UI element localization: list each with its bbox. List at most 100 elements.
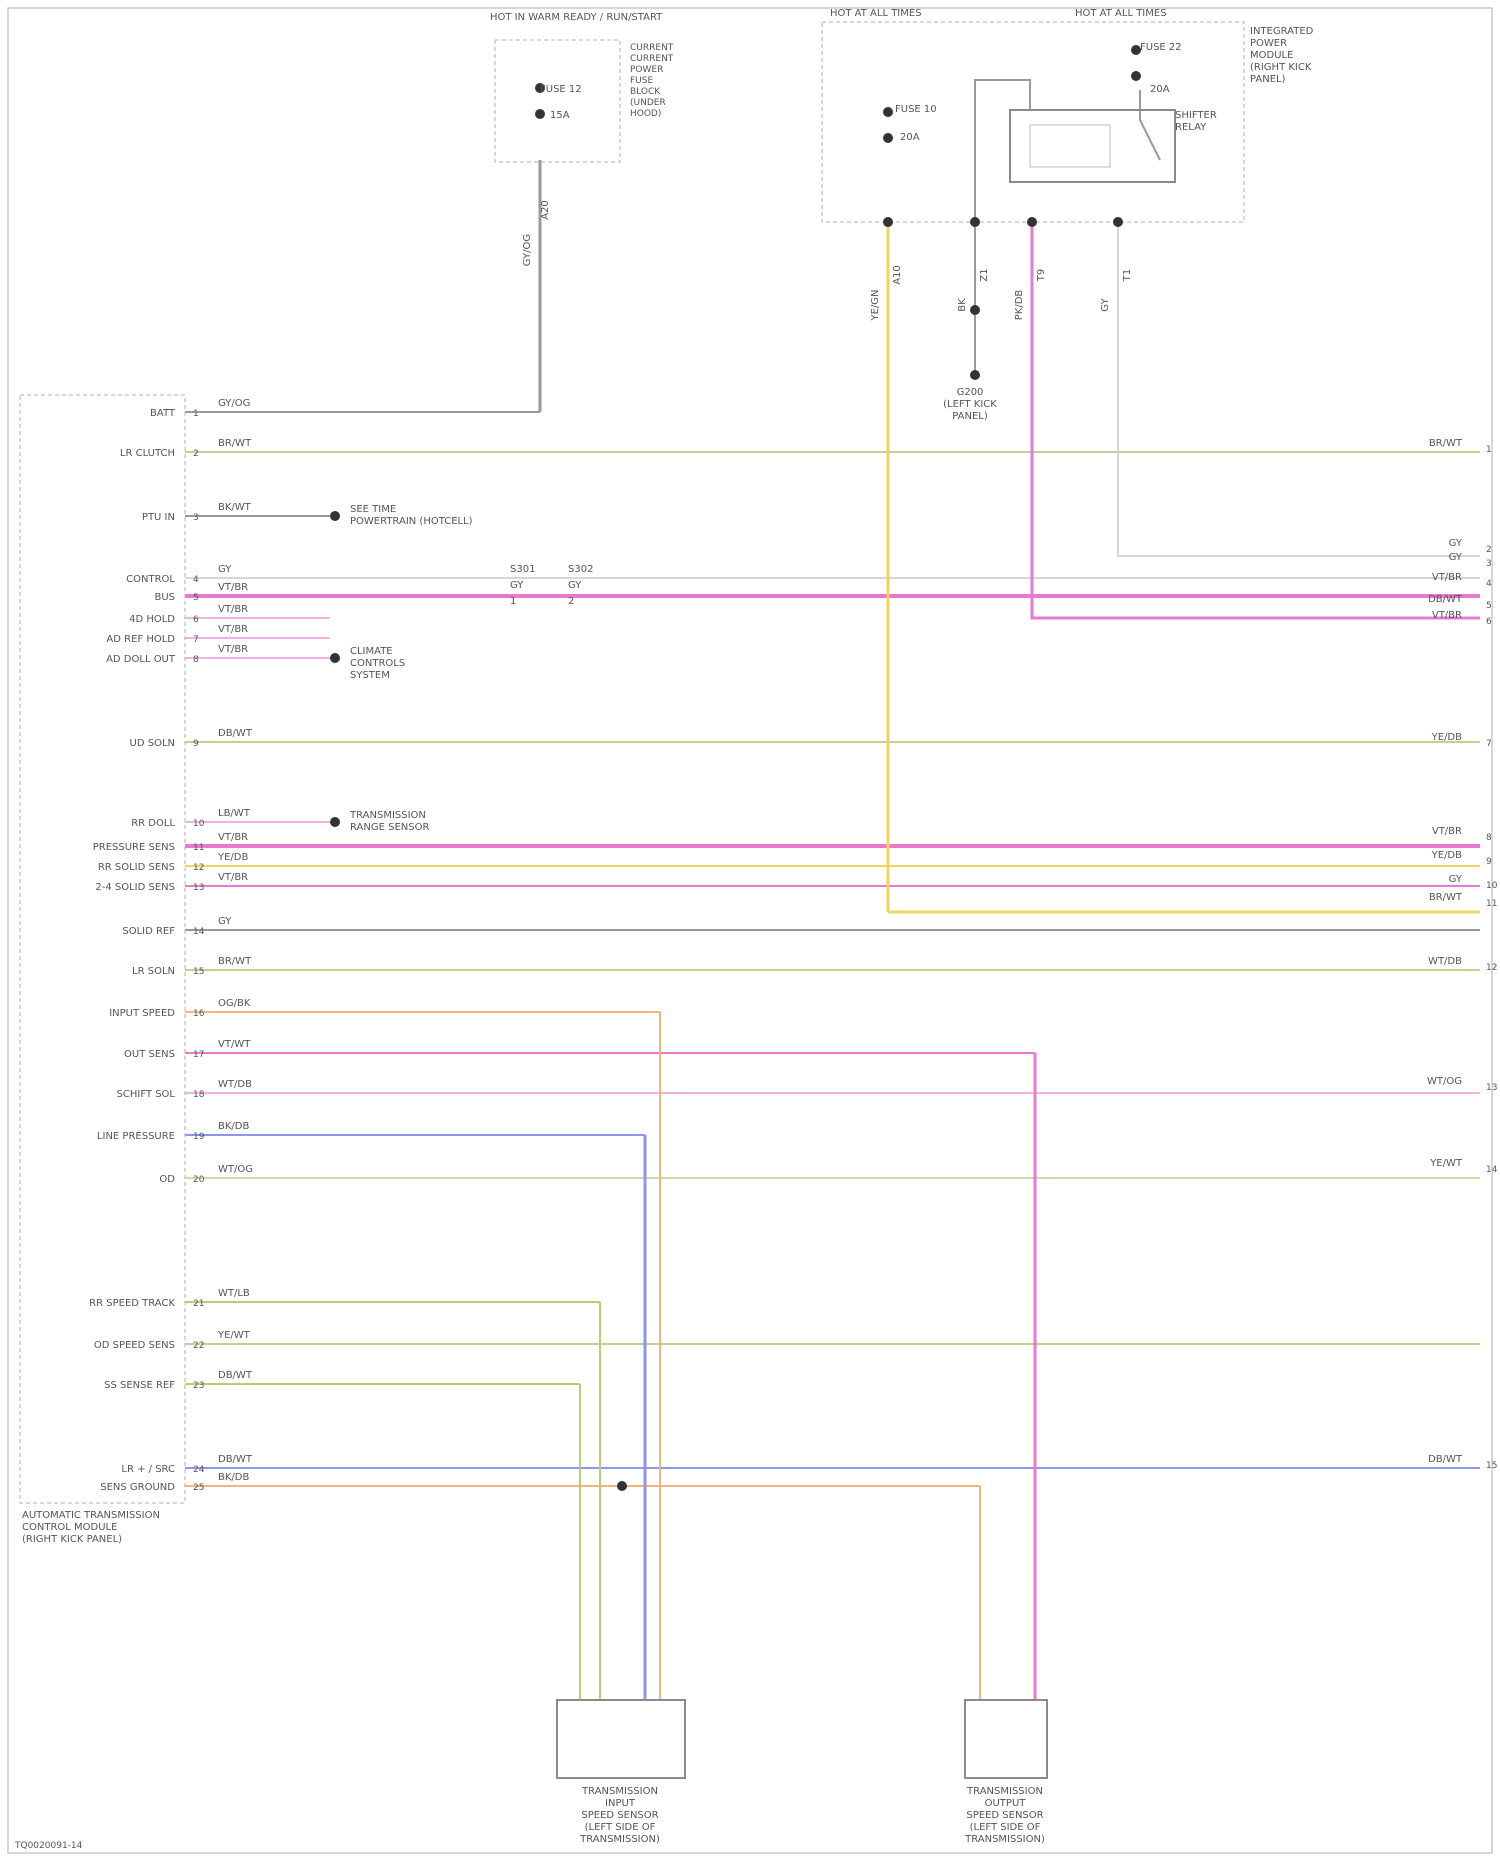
right-pin-number-line: 9 — [1486, 857, 1492, 867]
relay-box-fuse-line: FUSE 12 — [540, 84, 582, 95]
pin-circuit: T1 — [1122, 269, 1133, 282]
tcm-box — [20, 395, 185, 1503]
right-pin-number: 9 — [1486, 857, 1492, 867]
hot-right-header-line: HOT AT ALL TIMES — [1075, 8, 1167, 19]
right-pin-number: 14 — [1486, 1165, 1498, 1175]
tcm-wire-color-line: VT/BR — [218, 624, 248, 635]
right-wire-label: VT/BR — [1432, 572, 1462, 583]
tcm-wire-color-line: VT/BR — [218, 872, 248, 883]
tcm-wire-color: BR/WT — [218, 956, 252, 967]
tcm-pin-label-line: RR SPEED TRACK — [89, 1298, 175, 1309]
tcm-pin-label: AD DOLL OUT — [106, 654, 176, 665]
right-wire-label: YE/WT — [1429, 1158, 1463, 1169]
footer-id: TQ0020091-14 — [14, 1841, 83, 1851]
right-wire-label: VT/BR — [1432, 826, 1462, 837]
relay-box-wire-id-line: A20 — [540, 200, 551, 220]
tcm-pin-number-line: 21 — [193, 1299, 204, 1309]
tcm-note-line: SEE TIME — [350, 504, 396, 515]
right-wire-label-line: DB/WT — [1428, 594, 1463, 605]
right-pin-number-line: 7 — [1486, 739, 1492, 749]
right-pin-number: 11 — [1486, 899, 1497, 909]
tcm-pin-label-line: 4D HOLD — [129, 614, 175, 625]
tcm-pin-label: SENS GROUND — [100, 1482, 175, 1493]
right-pin-number-line: 15 — [1486, 1461, 1497, 1471]
right-pin-number-line: 3 — [1486, 559, 1492, 569]
pin-circuit-line: T1 — [1122, 269, 1133, 282]
tcm-wire-color-line: VT/BR — [218, 604, 248, 615]
tcm-wire-color: VT/BR — [218, 644, 248, 655]
tcm-pin-label-line: SOLID REF — [122, 926, 175, 937]
right-wire-label: GY — [1449, 874, 1463, 885]
tcm-pin-number-line: 9 — [193, 739, 199, 749]
input-sensor-label-line: (LEFT SIDE OF — [585, 1822, 656, 1833]
right-wire-label-line: DB/WT — [1428, 1454, 1463, 1465]
tcm-pin-number-line: 11 — [193, 843, 204, 853]
right-pin-number: 7 — [1486, 739, 1492, 749]
right-wire-label-line: WT/OG — [1427, 1076, 1462, 1087]
right-pin-number-line: 6 — [1486, 617, 1492, 627]
tcm-pin-label-line: RR SOLID SENS — [98, 862, 175, 873]
tcm-wire-color: YE/DB — [217, 852, 248, 863]
tcm-pin-label-line: OD — [159, 1174, 175, 1185]
right-pin-number-line: 10 — [1486, 881, 1498, 891]
right-pin-number-line: 4 — [1486, 579, 1492, 589]
ground-dot — [970, 370, 980, 380]
right-wire-label: DB/WT — [1428, 594, 1463, 605]
component-layer — [20, 22, 1244, 1778]
hot-left-header: HOT AT ALL TIMES — [830, 8, 922, 19]
tcm-pin-label-line: LR SOLN — [132, 966, 175, 977]
right-wire-label-line: VT/BR — [1432, 572, 1462, 583]
ipm-panel-label-line: POWER — [1250, 38, 1287, 49]
splice-dot — [330, 511, 340, 521]
tcm-pin-number: 20 — [193, 1175, 205, 1185]
tcm-pin-label: CONTROL — [126, 574, 175, 585]
pin-wire-line: YE/GN — [870, 289, 881, 321]
tcm-pin-number: 25 — [193, 1483, 204, 1493]
tcm-pin-number-line: 6 — [193, 615, 199, 625]
splice-c-line: 2 — [568, 596, 574, 607]
connector-dot — [1027, 217, 1037, 227]
tcm-wire-color: DB/WT — [218, 1454, 253, 1465]
tcm-wire-color-line: GY/OG — [218, 398, 250, 409]
tcm-pin-number-line: 23 — [193, 1381, 204, 1391]
tcm-pin-label-line: SENS GROUND — [100, 1482, 175, 1493]
tcm-title-line: (RIGHT KICK PANEL) — [22, 1534, 122, 1545]
tcm-pin-number: 14 — [193, 927, 205, 937]
right-pin-number-line: 14 — [1486, 1165, 1498, 1175]
tcm-pin-label-line: BATT — [150, 408, 176, 419]
tcm-pin-number-line: 5 — [193, 593, 199, 603]
relay-box-body-line: HOOD) — [630, 109, 661, 119]
tcm-pin-label: RR DOLL — [131, 818, 175, 829]
tcm-wire-color: VT/WT — [218, 1039, 251, 1050]
splice-dot — [617, 1481, 627, 1491]
tcm-wire-color-line: LB/WT — [218, 808, 251, 819]
tcm-wire-color: LB/WT — [218, 808, 251, 819]
relay-coil — [1030, 125, 1110, 167]
input-sensor-label-line: TRANSMISSION — [581, 1786, 658, 1797]
right-wire-label: WT/OG — [1427, 1076, 1462, 1087]
right-pin-number: 6 — [1486, 617, 1492, 627]
output-sensor-label-line: SPEED SENSOR — [966, 1810, 1043, 1821]
relay-box-wire-color-line: GY/OG — [522, 234, 533, 266]
splice-b-line: GY — [510, 580, 524, 591]
right-pin-number: 13 — [1486, 1083, 1497, 1093]
tcm-wire-color-line: BK/DB — [218, 1472, 249, 1483]
tcm-pin-number-line: 17 — [193, 1050, 204, 1060]
tcm-pin-number: 9 — [193, 739, 199, 749]
hot-right-fuse-rating: 20A — [1150, 84, 1170, 95]
tcm-pin-number: 21 — [193, 1299, 204, 1309]
tcm-pin-number-line: 19 — [193, 1132, 205, 1142]
tcm-wire-color-line: GY — [218, 564, 232, 575]
right-pin-number: 1 — [1486, 445, 1492, 455]
tcm-pin-number-line: 10 — [193, 819, 205, 829]
pin-wire-line: PK/DB — [1014, 290, 1025, 321]
tcm-pin-number: 16 — [193, 1009, 205, 1019]
tcm-pin-number: 4 — [193, 575, 199, 585]
ipm-panel-label-line: PANEL) — [1250, 74, 1286, 85]
output-sensor-label-line: TRANSMISSION — [966, 1786, 1043, 1797]
right-wire-label-line: GY — [1449, 552, 1463, 563]
relay-box-body-line: BLOCK — [630, 87, 661, 97]
relay-box-fuse: FUSE 12 — [540, 84, 582, 95]
relay-feed-wire — [975, 80, 1030, 222]
